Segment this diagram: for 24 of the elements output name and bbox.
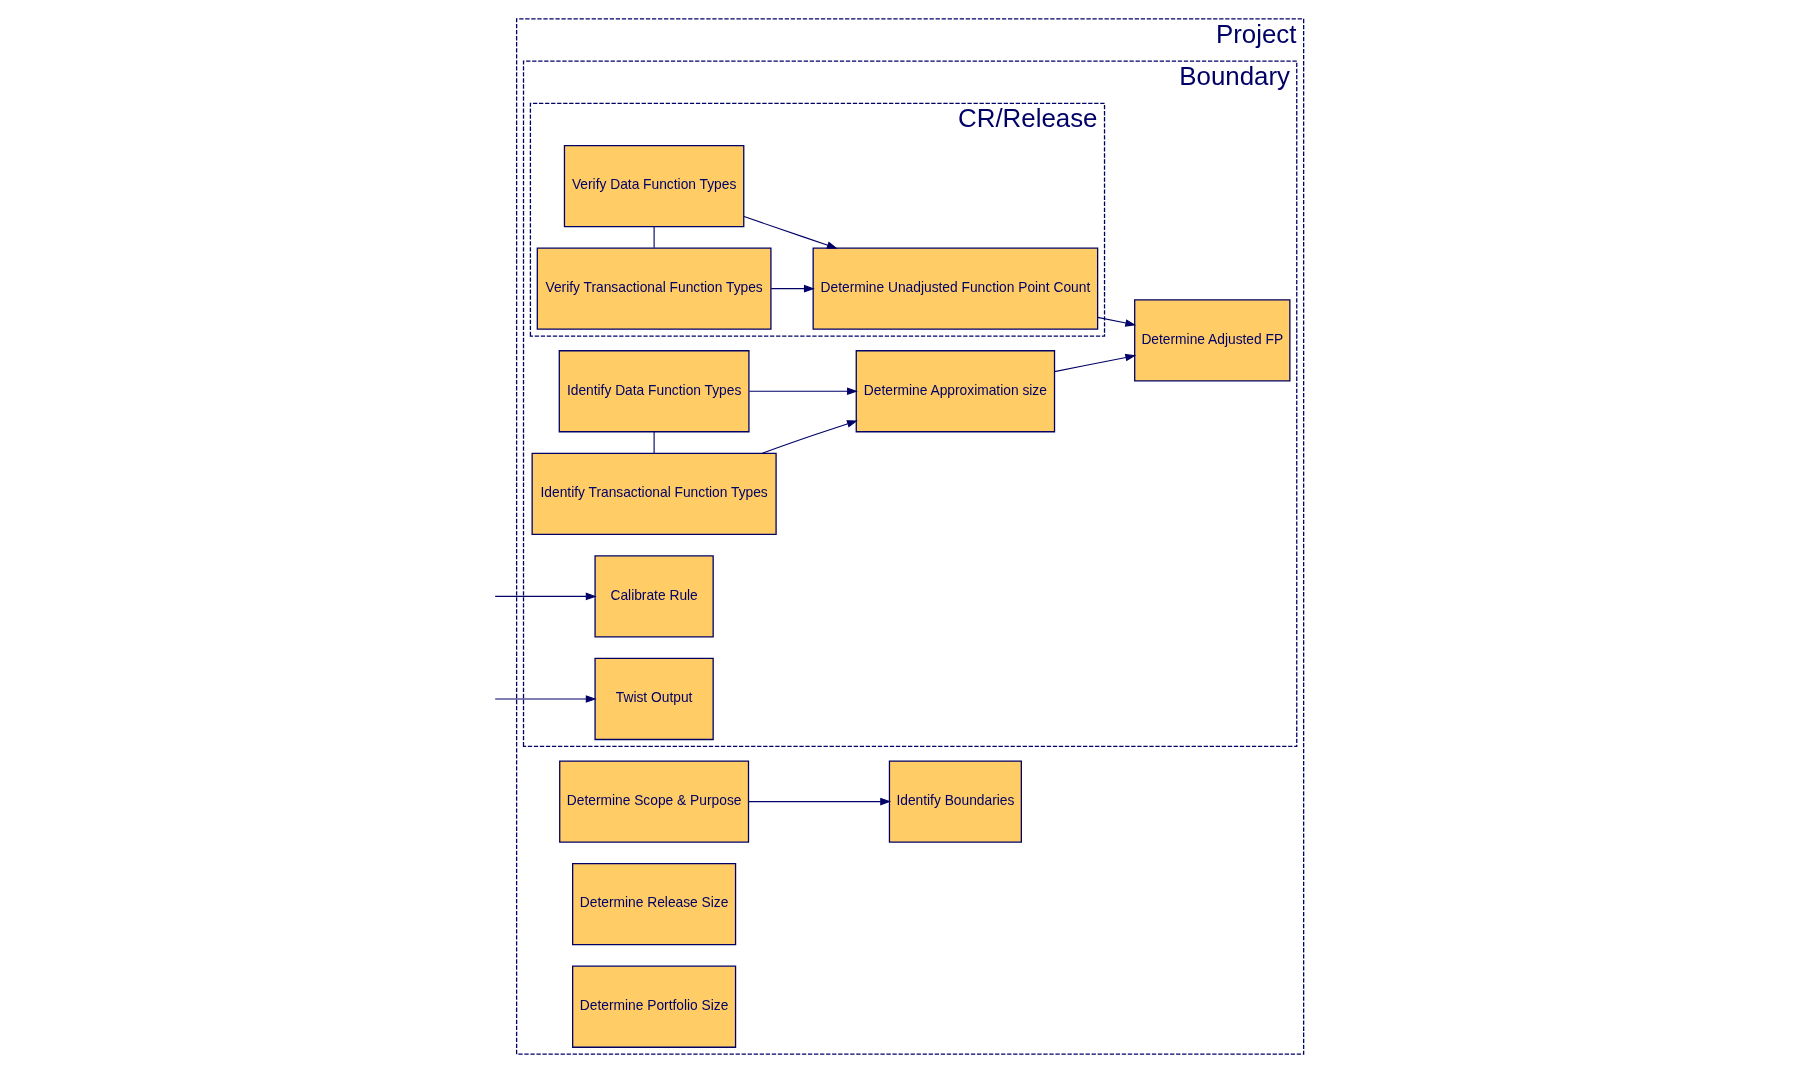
- connector: [653, 226, 655, 249]
- node-box: Determine Portfolio Size: [571, 965, 736, 1048]
- arrow: [1053, 353, 1136, 373]
- node-box: Identify Boundaries: [888, 760, 1022, 843]
- node-box: Determine Adjusted FP: [1133, 299, 1290, 382]
- arrow: [1096, 316, 1136, 327]
- arrow: [748, 387, 858, 396]
- node-box: Verify Data Function Types: [563, 144, 744, 228]
- arrow: [761, 420, 858, 454]
- node-box: Determine Unadjusted Function Point Count: [812, 247, 1098, 330]
- arrow: [494, 592, 597, 601]
- arrow: [494, 695, 597, 703]
- node-box: Identify Data Function Types: [558, 350, 750, 433]
- node-box: Verify Transactional Function Types: [536, 247, 772, 330]
- arrow: [747, 797, 891, 806]
- node-box: Determine Scope & Purpose: [558, 760, 749, 843]
- connector: [653, 431, 655, 454]
- arrow: [770, 284, 815, 293]
- arrow: [743, 216, 838, 249]
- node-box: Twist Output: [593, 657, 714, 741]
- node-box: Calibrate Rule: [593, 555, 714, 638]
- node-box: Determine Release Size: [571, 863, 736, 946]
- node-box: Determine Approximation size: [855, 350, 1055, 433]
- node-box: Identify Transactional Function Types: [531, 452, 777, 535]
